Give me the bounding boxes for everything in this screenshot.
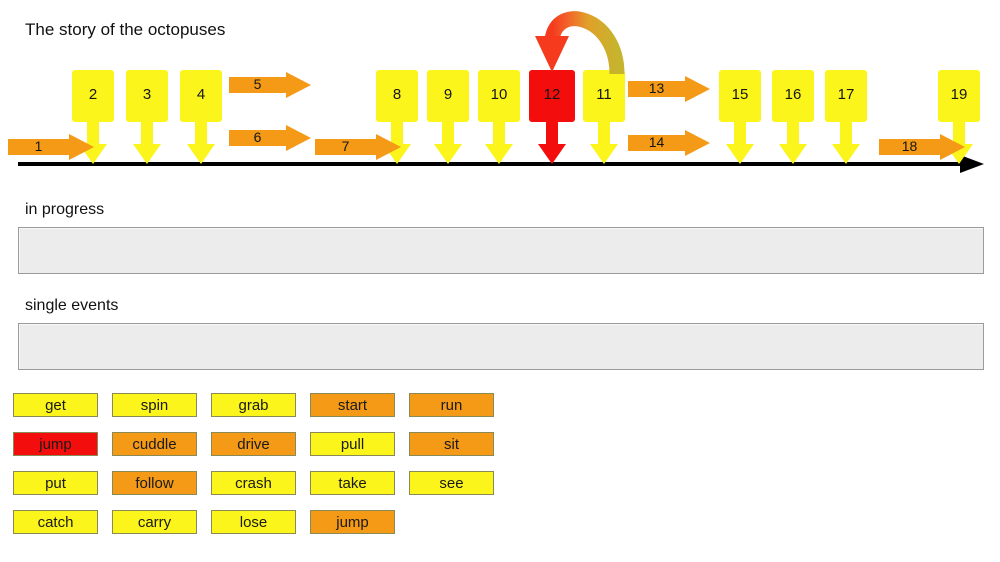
box-16-arrowhead bbox=[779, 144, 807, 164]
arrow-1[interactable] bbox=[8, 134, 94, 160]
word-button-spin-0-1[interactable]: spin bbox=[112, 393, 197, 417]
box-16[interactable] bbox=[772, 70, 814, 164]
box-3-arrowhead bbox=[133, 144, 161, 164]
box-12-stem bbox=[546, 120, 558, 146]
box-10-stem bbox=[493, 120, 505, 146]
box-16-stem bbox=[787, 120, 799, 146]
box-17-body[interactable] bbox=[825, 70, 867, 122]
word-button-run-0-4[interactable]: run bbox=[409, 393, 494, 417]
in-progress-drop-zone[interactable] bbox=[18, 227, 984, 274]
word-button-get-0-0[interactable]: get bbox=[13, 393, 98, 417]
box-11-stem bbox=[598, 120, 610, 146]
timeline-canvas bbox=[8, 11, 984, 173]
word-button-pull-1-3[interactable]: pull bbox=[310, 432, 395, 456]
event-boxes-layer bbox=[72, 70, 980, 164]
box-8-stem bbox=[391, 120, 403, 146]
box-3-body[interactable] bbox=[126, 70, 168, 122]
box-10-body[interactable] bbox=[478, 70, 520, 122]
word-button-jump-3-3[interactable]: jump bbox=[310, 510, 395, 534]
box-3-stem bbox=[141, 120, 153, 146]
word-button-carry-3-1[interactable]: carry bbox=[112, 510, 197, 534]
box-4[interactable] bbox=[180, 70, 222, 164]
word-button-lose-3-2[interactable]: lose bbox=[211, 510, 296, 534]
box-17[interactable] bbox=[825, 70, 867, 164]
in-progress-label: in progress bbox=[25, 201, 105, 218]
box-11-arrowhead bbox=[590, 144, 618, 164]
box-12-body[interactable] bbox=[529, 70, 575, 122]
box-10[interactable] bbox=[478, 70, 520, 164]
arrow-13[interactable] bbox=[628, 76, 710, 102]
box-2-body[interactable] bbox=[72, 70, 114, 122]
box-17-stem bbox=[840, 120, 852, 146]
word-button-jump-1-0[interactable]: jump bbox=[13, 432, 98, 456]
word-button-catch-3-0[interactable]: catch bbox=[13, 510, 98, 534]
box-17-arrowhead bbox=[832, 144, 860, 164]
box-16-body[interactable] bbox=[772, 70, 814, 122]
word-button-sit-1-4[interactable]: sit bbox=[409, 432, 494, 456]
arrow-7[interactable] bbox=[315, 134, 401, 160]
page-title: The story of the octopuses bbox=[25, 20, 226, 39]
box-4-arrowhead bbox=[187, 144, 215, 164]
word-button-grab-0-2[interactable]: grab bbox=[211, 393, 296, 417]
single-events-label: single events bbox=[25, 297, 119, 314]
word-button-see-2-4[interactable]: see bbox=[409, 471, 494, 495]
word-button-take-2-3[interactable]: take bbox=[310, 471, 395, 495]
process-arrows-layer bbox=[8, 72, 965, 160]
box-15[interactable] bbox=[719, 70, 761, 164]
box-12-arrowhead bbox=[538, 144, 566, 164]
box-15-body[interactable] bbox=[719, 70, 761, 122]
single-events-drop-zone[interactable] bbox=[18, 323, 984, 370]
box-8-body[interactable] bbox=[376, 70, 418, 122]
box-19-body[interactable] bbox=[938, 70, 980, 122]
box-9-stem bbox=[442, 120, 454, 146]
arrow-5[interactable] bbox=[229, 72, 311, 98]
box-4-body[interactable] bbox=[180, 70, 222, 122]
word-button-put-2-0[interactable]: put bbox=[13, 471, 98, 495]
word-button-start-0-3[interactable]: start bbox=[310, 393, 395, 417]
box-19-stem bbox=[953, 120, 965, 146]
box-9-body[interactable] bbox=[427, 70, 469, 122]
box-4-stem bbox=[195, 120, 207, 146]
word-button-follow-2-1[interactable]: follow bbox=[112, 471, 197, 495]
arrow-14[interactable] bbox=[628, 130, 710, 156]
box-2[interactable] bbox=[72, 70, 114, 164]
box-15-arrowhead bbox=[726, 144, 754, 164]
box-12[interactable] bbox=[529, 70, 575, 164]
box-3[interactable] bbox=[126, 70, 168, 164]
arrow-6[interactable] bbox=[229, 125, 311, 151]
loop-arrow-11-to-12 bbox=[535, 11, 625, 75]
box-11-body[interactable] bbox=[583, 70, 625, 122]
time-axis bbox=[18, 155, 984, 173]
box-2-stem bbox=[87, 120, 99, 146]
box-11[interactable] bbox=[583, 70, 625, 164]
box-15-stem bbox=[734, 120, 746, 146]
box-10-arrowhead bbox=[485, 144, 513, 164]
box-9[interactable] bbox=[427, 70, 469, 164]
box-9-arrowhead bbox=[434, 144, 462, 164]
word-button-crash-2-2[interactable]: crash bbox=[211, 471, 296, 495]
word-button-cuddle-1-1[interactable]: cuddle bbox=[112, 432, 197, 456]
word-button-drive-1-2[interactable]: drive bbox=[211, 432, 296, 456]
arrow-18[interactable] bbox=[879, 134, 965, 160]
